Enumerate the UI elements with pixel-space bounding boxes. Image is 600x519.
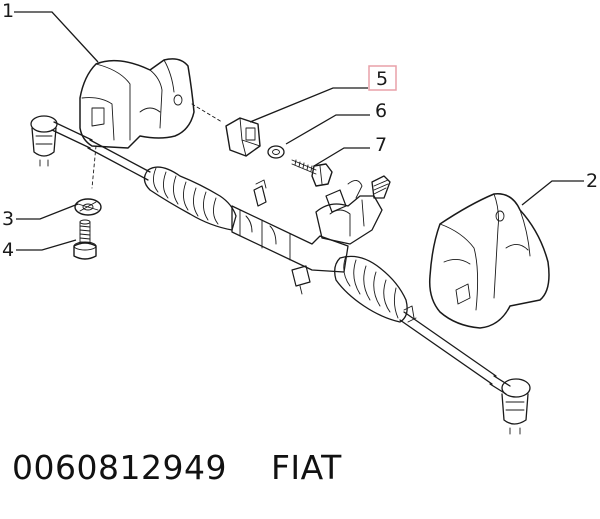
callout-1: 1 — [2, 0, 99, 63]
callout-3-label: 3 — [2, 208, 14, 230]
callout-6: 6 — [285, 100, 387, 145]
right-bellows — [334, 255, 408, 323]
part-5-clip-nut — [225, 117, 261, 157]
callout-7: 7 — [313, 134, 387, 167]
left-tie-rod-end — [30, 115, 93, 167]
callout-5: 5 — [249, 65, 397, 123]
callout-4-label: 4 — [2, 239, 14, 261]
callout-7-label: 7 — [375, 134, 387, 156]
callout-6-label: 6 — [375, 100, 387, 122]
callout-2-label: 2 — [586, 170, 598, 192]
callout-4: 4 — [2, 239, 77, 261]
part-6-washer — [267, 145, 285, 159]
callout-2: 2 — [521, 170, 598, 206]
callout-3: 3 — [2, 203, 79, 230]
part-2-cover — [428, 193, 550, 329]
brand-name: FIAT — [270, 448, 342, 487]
part-3-clip-washer — [74, 198, 102, 216]
left-bellows — [143, 166, 237, 231]
part-7-bolt — [291, 159, 333, 187]
part-number: 0060812949 — [12, 448, 227, 487]
steering-rack-assembly — [30, 115, 531, 435]
part-1-cover — [79, 58, 223, 189]
callout-1-label: 1 — [2, 0, 14, 22]
right-tie-rod-end — [489, 375, 531, 435]
part-number-caption: 0060812949 FIAT — [12, 448, 342, 487]
callout-5-highlight-box — [368, 65, 397, 91]
rack-housing — [231, 175, 391, 295]
part-4-screw — [73, 219, 97, 260]
callout-5-label: 5 — [376, 68, 388, 90]
